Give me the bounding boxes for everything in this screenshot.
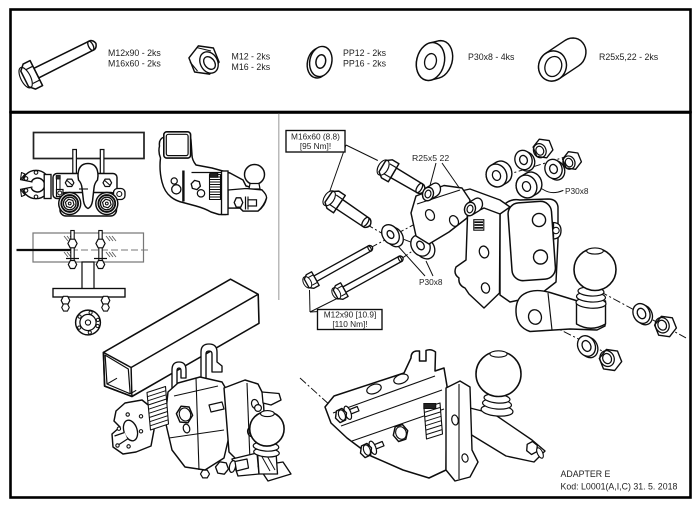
- svg-text:R25x5 22: R25x5 22: [412, 153, 449, 163]
- svg-text:P30x8: P30x8: [565, 186, 589, 196]
- svg-text:M12x90 [10.9]: M12x90 [10.9]: [324, 310, 377, 320]
- svg-text:M16x60 - 2ks: M16x60 - 2ks: [108, 59, 161, 69]
- svg-text:P30x8: P30x8: [419, 277, 443, 287]
- svg-text:R25x5,22 - 2ks: R25x5,22 - 2ks: [599, 52, 659, 62]
- svg-text:PP12 - 2ks: PP12 - 2ks: [343, 48, 387, 58]
- svg-text:M12 - 2ks: M12 - 2ks: [232, 52, 271, 62]
- svg-text:[95 Nm]!: [95 Nm]!: [300, 141, 331, 151]
- svg-text:Kod: L0001(A,I,C) 31. 5. 2018: Kod: L0001(A,I,C) 31. 5. 2018: [561, 482, 678, 492]
- svg-text:P30x8 - 4ks: P30x8 - 4ks: [468, 52, 515, 62]
- svg-text:M16x60 (8.8): M16x60 (8.8): [291, 132, 340, 142]
- svg-text:M12x90 - 2ks: M12x90 - 2ks: [108, 48, 161, 58]
- svg-text:[110 Nm]!: [110 Nm]!: [332, 319, 367, 329]
- svg-text:PP16 - 2ks: PP16 - 2ks: [343, 59, 387, 69]
- svg-text:ADAPTER E: ADAPTER E: [561, 469, 611, 479]
- svg-text:M16 - 2ks: M16 - 2ks: [232, 62, 271, 72]
